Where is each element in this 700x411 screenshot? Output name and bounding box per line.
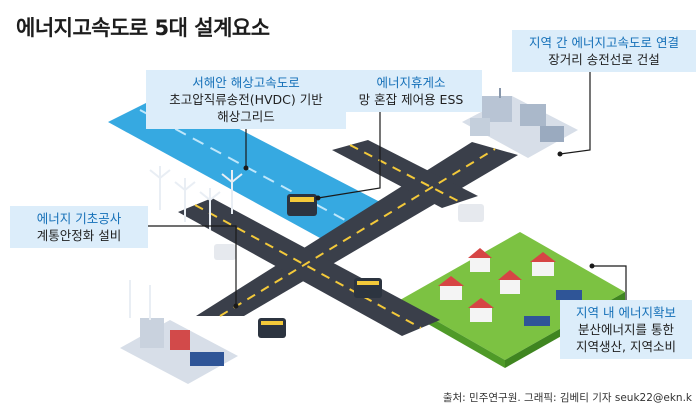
label-foundation-heading: 에너지 기초공사 [36,211,122,226]
source-credit: 출처: 민주연구원. 그래픽: 김베티 기자 seuk22@ekn.k [442,392,692,404]
leader-dots [233,151,595,309]
road-top [332,140,478,208]
label-local-heading: 지역 내 에너지확보 [576,305,676,320]
leader-inter-region [559,72,591,155]
label-local: 지역 내 에너지확보 분산에너지를 통한 지역생산, 지역소비 [560,300,692,359]
label-rest-area-line-1: 망 혼잡 제어용 ESS [358,92,464,107]
label-west-sea: 서해안 해상고속도로 초고압직류송전(HVDC) 기반 해상그리드 [146,70,346,129]
page-title: 에너지고속도로 5대 설계요소 [16,16,270,40]
offshore-wind-turbines [149,166,243,230]
label-rest-area-heading: 에너지휴게소 [376,75,446,90]
label-local-line-2: 지역생산, 지역소비 [576,339,676,354]
village-houses [438,248,582,326]
label-foundation: 에너지 기초공사 계통안정화 설비 [10,206,148,248]
label-inter-region-heading: 지역 간 에너지고속도로 연결 [529,35,679,50]
substation-cluster [462,88,578,158]
highway-network [178,140,518,336]
power-plant [120,280,238,384]
leader-rest-area [317,112,381,199]
label-inter-region-line-1: 장거리 송전선로 건설 [548,52,660,67]
label-rest-area: 에너지휴게소 망 혼잡 제어용 ESS [340,70,482,112]
village-ground [400,232,625,360]
leader-local [592,265,627,300]
label-local-line-1: 분산에너지를 통한 [578,322,674,337]
label-west-sea-line-1: 초고압직류송전(HVDC) 기반 [169,92,323,107]
label-inter-region: 지역 간 에너지고속도로 연결 장거리 송전선로 건설 [512,30,696,72]
leader-lines [148,72,627,306]
label-foundation-line-1: 계통안정화 설비 [36,228,122,243]
leader-foundation [148,225,237,306]
ess-units [214,194,484,338]
label-west-sea-heading: 서해안 해상고속도로 [192,75,300,90]
label-west-sea-line-2: 해상그리드 [217,109,275,124]
